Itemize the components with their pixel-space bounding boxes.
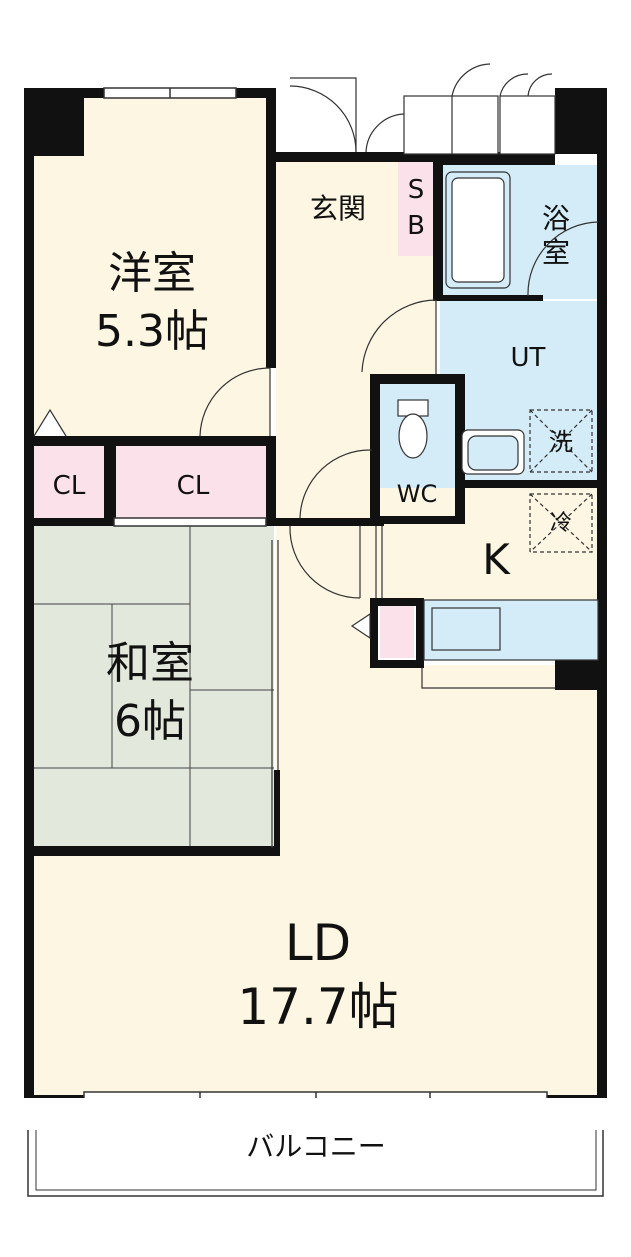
western-room-size: 5.3帖 — [95, 306, 209, 357]
kitchen-floor — [378, 488, 598, 600]
bathroom-line2: 室 — [542, 236, 570, 269]
japanese-room-size: 6帖 — [114, 696, 186, 747]
utility-name: UT — [511, 343, 546, 373]
shoe-box-line1: S — [408, 175, 425, 205]
tatami-lines — [34, 526, 274, 846]
japanese-room-name: 和室 — [106, 638, 194, 689]
western-room-floor — [34, 100, 270, 440]
balcony — [24, 1098, 607, 1198]
shoe-box-line2: B — [407, 211, 425, 241]
fridge-label: 冷 — [550, 511, 572, 536]
balcony-name: バルコニー — [246, 1130, 385, 1163]
toilet-name: WC — [397, 480, 438, 508]
fixtures — [33, 171, 599, 661]
closet-left-name: CL — [53, 471, 86, 501]
washer-label: 洗 — [549, 428, 573, 456]
entrance-name: 玄関 — [310, 192, 366, 225]
doors — [199, 63, 599, 848]
shoe-box-floor — [398, 162, 434, 256]
japanese-room-floor — [34, 526, 274, 846]
closet-right-floor — [116, 446, 270, 520]
living-dining-name: LD — [285, 914, 351, 972]
western-room-name: 洋室 — [108, 248, 196, 299]
kitchen-sink-icon — [431, 607, 501, 651]
toilet-bowl-icon — [398, 413, 428, 459]
fridge-icon — [529, 493, 593, 553]
closet-right-name: CL — [177, 471, 210, 501]
room-labels: 洋室 5.3帖 和室 6帖 LD 17.7帖 K 玄関 S B 浴 室 UT W… — [53, 175, 573, 1163]
closet-left-floor — [34, 446, 104, 520]
western-room-bay — [84, 98, 264, 154]
washer-icon — [529, 409, 593, 473]
living-dining-size: 17.7帖 — [237, 978, 398, 1036]
kitchen-name: K — [482, 535, 511, 584]
bathroom-line1: 浴 — [542, 202, 570, 235]
living-dining-floor — [34, 526, 598, 1095]
